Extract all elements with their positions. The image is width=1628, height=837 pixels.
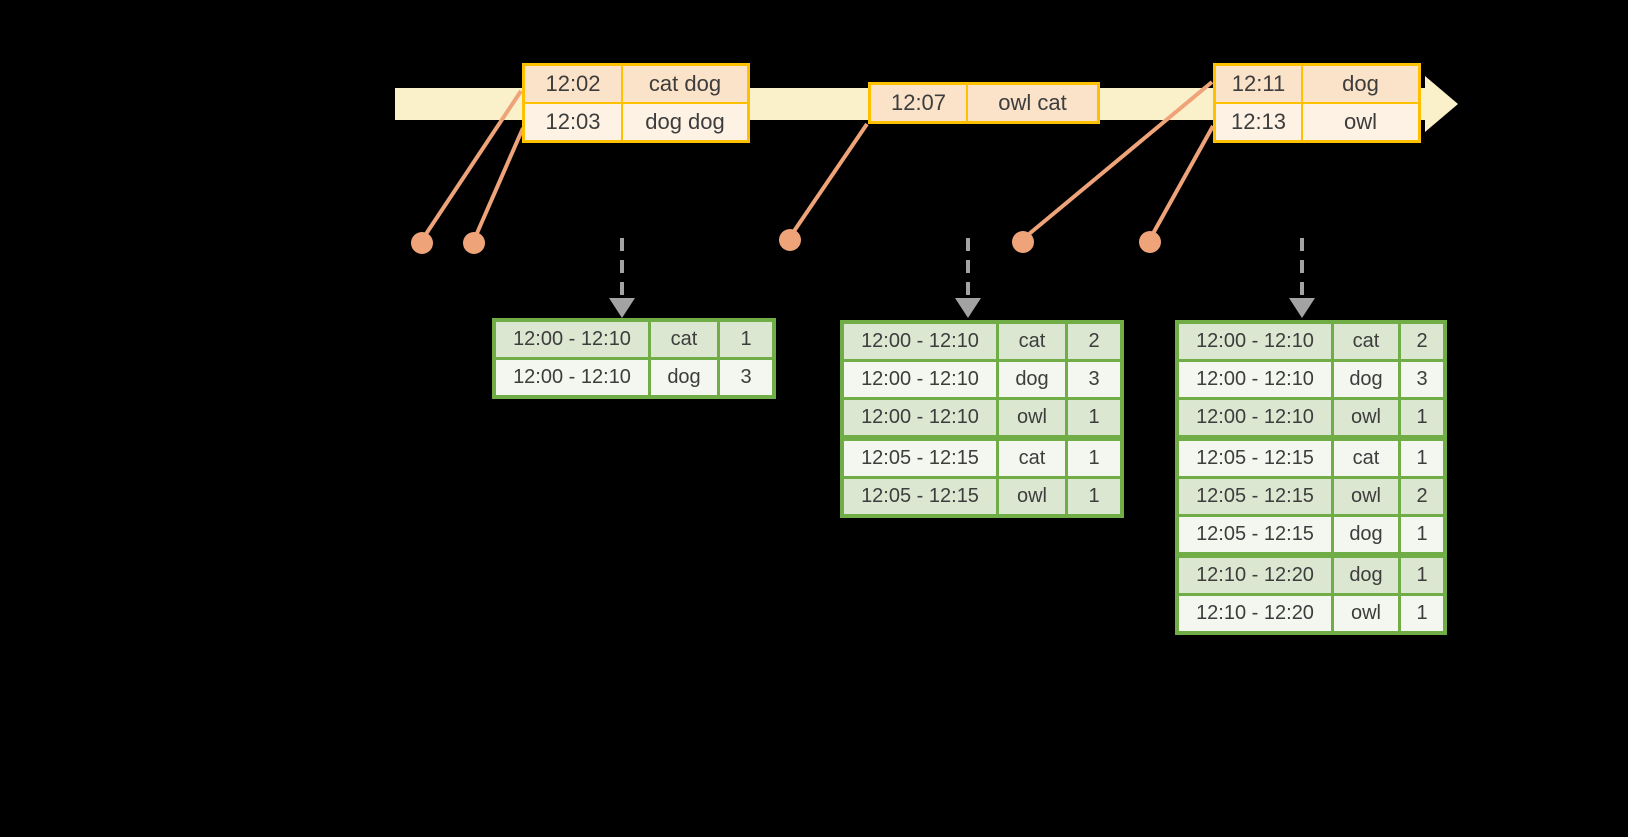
count-cell: 1 [1398,514,1447,557]
word-cell: cat [996,435,1068,479]
words-cell: dog dog [621,102,750,143]
window-cell: 12:00 - 12:10 [840,397,999,440]
window-cell: 12:00 - 12:10 [1175,397,1334,440]
count-cell: 3 [717,357,776,399]
word-cell: dog [1331,359,1401,400]
window-cell: 12:10 - 12:20 [1175,593,1334,635]
count-cell: 1 [1065,435,1124,479]
window-cell: 12:00 - 12:10 [1175,359,1334,400]
word-cell: cat [996,320,1068,362]
window-cell: 12:05 - 12:15 [1175,435,1334,479]
word-cell: dog [1331,514,1401,557]
event-connector-line [1021,80,1214,241]
words-cell: owl cat [966,82,1100,124]
window-cell: 12:05 - 12:15 [840,476,999,518]
count-cell: 1 [1398,397,1447,440]
window-cell: 12:05 - 12:15 [840,435,999,479]
window-cell: 12:10 - 12:20 [1175,552,1334,596]
count-cell: 1 [1398,552,1447,596]
word-cell: dog [648,357,720,399]
word-cell: cat [1331,435,1401,479]
event-marker-dot [411,232,433,254]
event-marker-dot [779,229,801,251]
event-marker-dot [1139,231,1161,253]
word-cell: dog [1331,552,1401,596]
word-cell: owl [1331,593,1401,635]
event-connector-line [1148,125,1215,240]
word-cell: dog [996,359,1068,400]
event-connector-line [420,89,523,242]
words-cell: cat dog [621,63,750,104]
count-cell: 1 [1065,476,1124,518]
window-cell: 12:00 - 12:10 [1175,320,1334,362]
count-cell: 3 [1398,359,1447,400]
event-connector-line [788,122,869,239]
event-connector-line [472,127,525,241]
count-cell: 3 [1065,359,1124,400]
window-cell: 12:00 - 12:10 [492,357,651,399]
count-cell: 2 [1398,320,1447,362]
words-cell: owl [1301,102,1421,143]
count-cell: 1 [1065,397,1124,440]
count-cell: 2 [1065,320,1124,362]
event-marker-dot [463,232,485,254]
window-cell: 12:00 - 12:10 [840,359,999,400]
trigger-arrow-icon [1289,238,1315,318]
count-cell: 1 [717,318,776,360]
word-cell: owl [1331,397,1401,440]
time-cell: 12:13 [1213,102,1303,143]
word-cell: owl [996,397,1068,440]
event-marker-dot [1012,231,1034,253]
words-cell: dog [1301,63,1421,104]
word-cell: cat [648,318,720,360]
window-cell: 12:05 - 12:15 [1175,514,1334,557]
window-cell: 12:00 - 12:10 [492,318,651,360]
word-cell: owl [996,476,1068,518]
count-cell: 1 [1398,435,1447,479]
trigger-arrow-icon [609,238,635,318]
word-cell: cat [1331,320,1401,362]
trigger-arrow-icon [955,238,981,318]
time-cell: 12:03 [522,102,623,143]
count-cell: 2 [1398,476,1447,517]
time-cell: 12:11 [1213,63,1303,104]
window-cell: 12:05 - 12:15 [1175,476,1334,517]
word-cell: owl [1331,476,1401,517]
timeline-arrowhead-icon [1425,76,1458,132]
time-cell: 12:07 [868,82,968,124]
count-cell: 1 [1398,593,1447,635]
time-cell: 12:02 [522,63,623,104]
window-cell: 12:00 - 12:10 [840,320,999,362]
